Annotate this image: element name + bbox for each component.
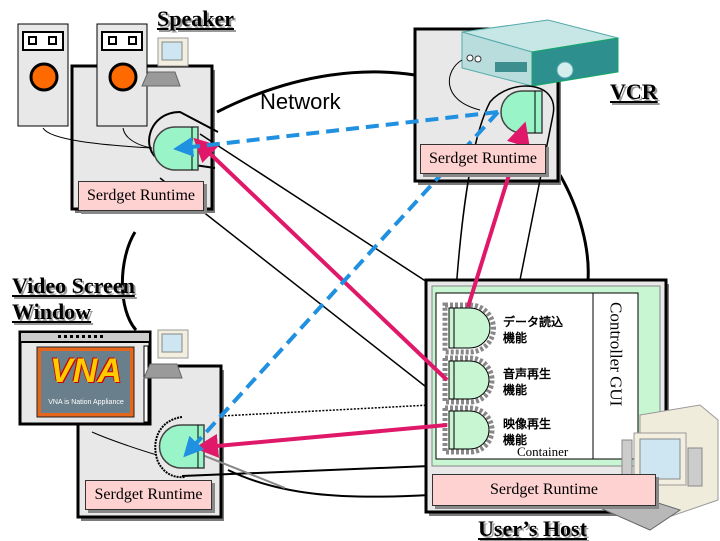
- speaker-right-icon: [96, 23, 148, 127]
- function-label: 機能: [503, 331, 528, 346]
- container-label: Container: [517, 444, 569, 459]
- runtime-vcr-host: Serdget Runtime: [420, 144, 546, 174]
- vcr-wire: [448, 59, 481, 111]
- vna-logo: VNA: [50, 352, 122, 390]
- video-screen-window-title-2: Window: [12, 299, 92, 324]
- data-stream-to-video: [183, 110, 500, 458]
- function-components: [442, 302, 496, 455]
- function-data-read: データ読込 機能: [503, 314, 563, 346]
- control-arrow-speaker: [193, 137, 449, 382]
- runtime-video-host: Serdget Runtime: [85, 480, 212, 510]
- vcr-title: VCR: [610, 79, 658, 104]
- stream-channel: [181, 465, 431, 477]
- controller-gui-box: [592, 292, 639, 460]
- function-label: 機能: [503, 383, 528, 398]
- vna-tagline: VNA is Nation Appliance: [48, 399, 124, 406]
- data-stream-to-speaker: [173, 110, 499, 157]
- runtime-speaker-host: Serdget Runtime: [78, 181, 204, 211]
- network-ring: [120, 70, 590, 332]
- network-label: Network: [260, 89, 341, 114]
- pc-icon-speaker-host: [141, 37, 189, 87]
- speaker-wire: [42, 127, 153, 149]
- users-host-title: User’s Host: [478, 516, 587, 541]
- function-video-play: 映像再生 機能: [503, 416, 551, 448]
- stream-channel: [220, 404, 431, 417]
- function-label: 映像再生: [503, 417, 552, 431]
- runtime-user-host: Serdget Runtime: [432, 474, 656, 506]
- speaker-left-icon: [17, 23, 69, 127]
- control-arrow-video: [194, 423, 448, 458]
- vcr-component: [500, 90, 543, 134]
- pc-icon-video-host: [143, 329, 189, 379]
- speaker-title: Speaker: [157, 6, 234, 31]
- vcr-device-icon: [461, 19, 619, 87]
- function-label: 機能: [503, 433, 528, 448]
- video-component: [158, 424, 205, 469]
- video-screen-window-title-1: Video Screen: [12, 273, 135, 298]
- controller-gui-label: Controller GUI: [606, 302, 626, 407]
- component-halo: [454, 85, 555, 306]
- function-audio-play: 音声再生 機能: [503, 366, 551, 398]
- component-halo: [154, 416, 186, 479]
- stream-channel: [159, 177, 431, 391]
- function-label: 音声再生: [503, 367, 552, 381]
- stream-channel: [227, 469, 431, 498]
- user-pc-icon: [598, 404, 719, 531]
- video-wire: [91, 431, 158, 456]
- function-label: データ読込: [503, 315, 564, 329]
